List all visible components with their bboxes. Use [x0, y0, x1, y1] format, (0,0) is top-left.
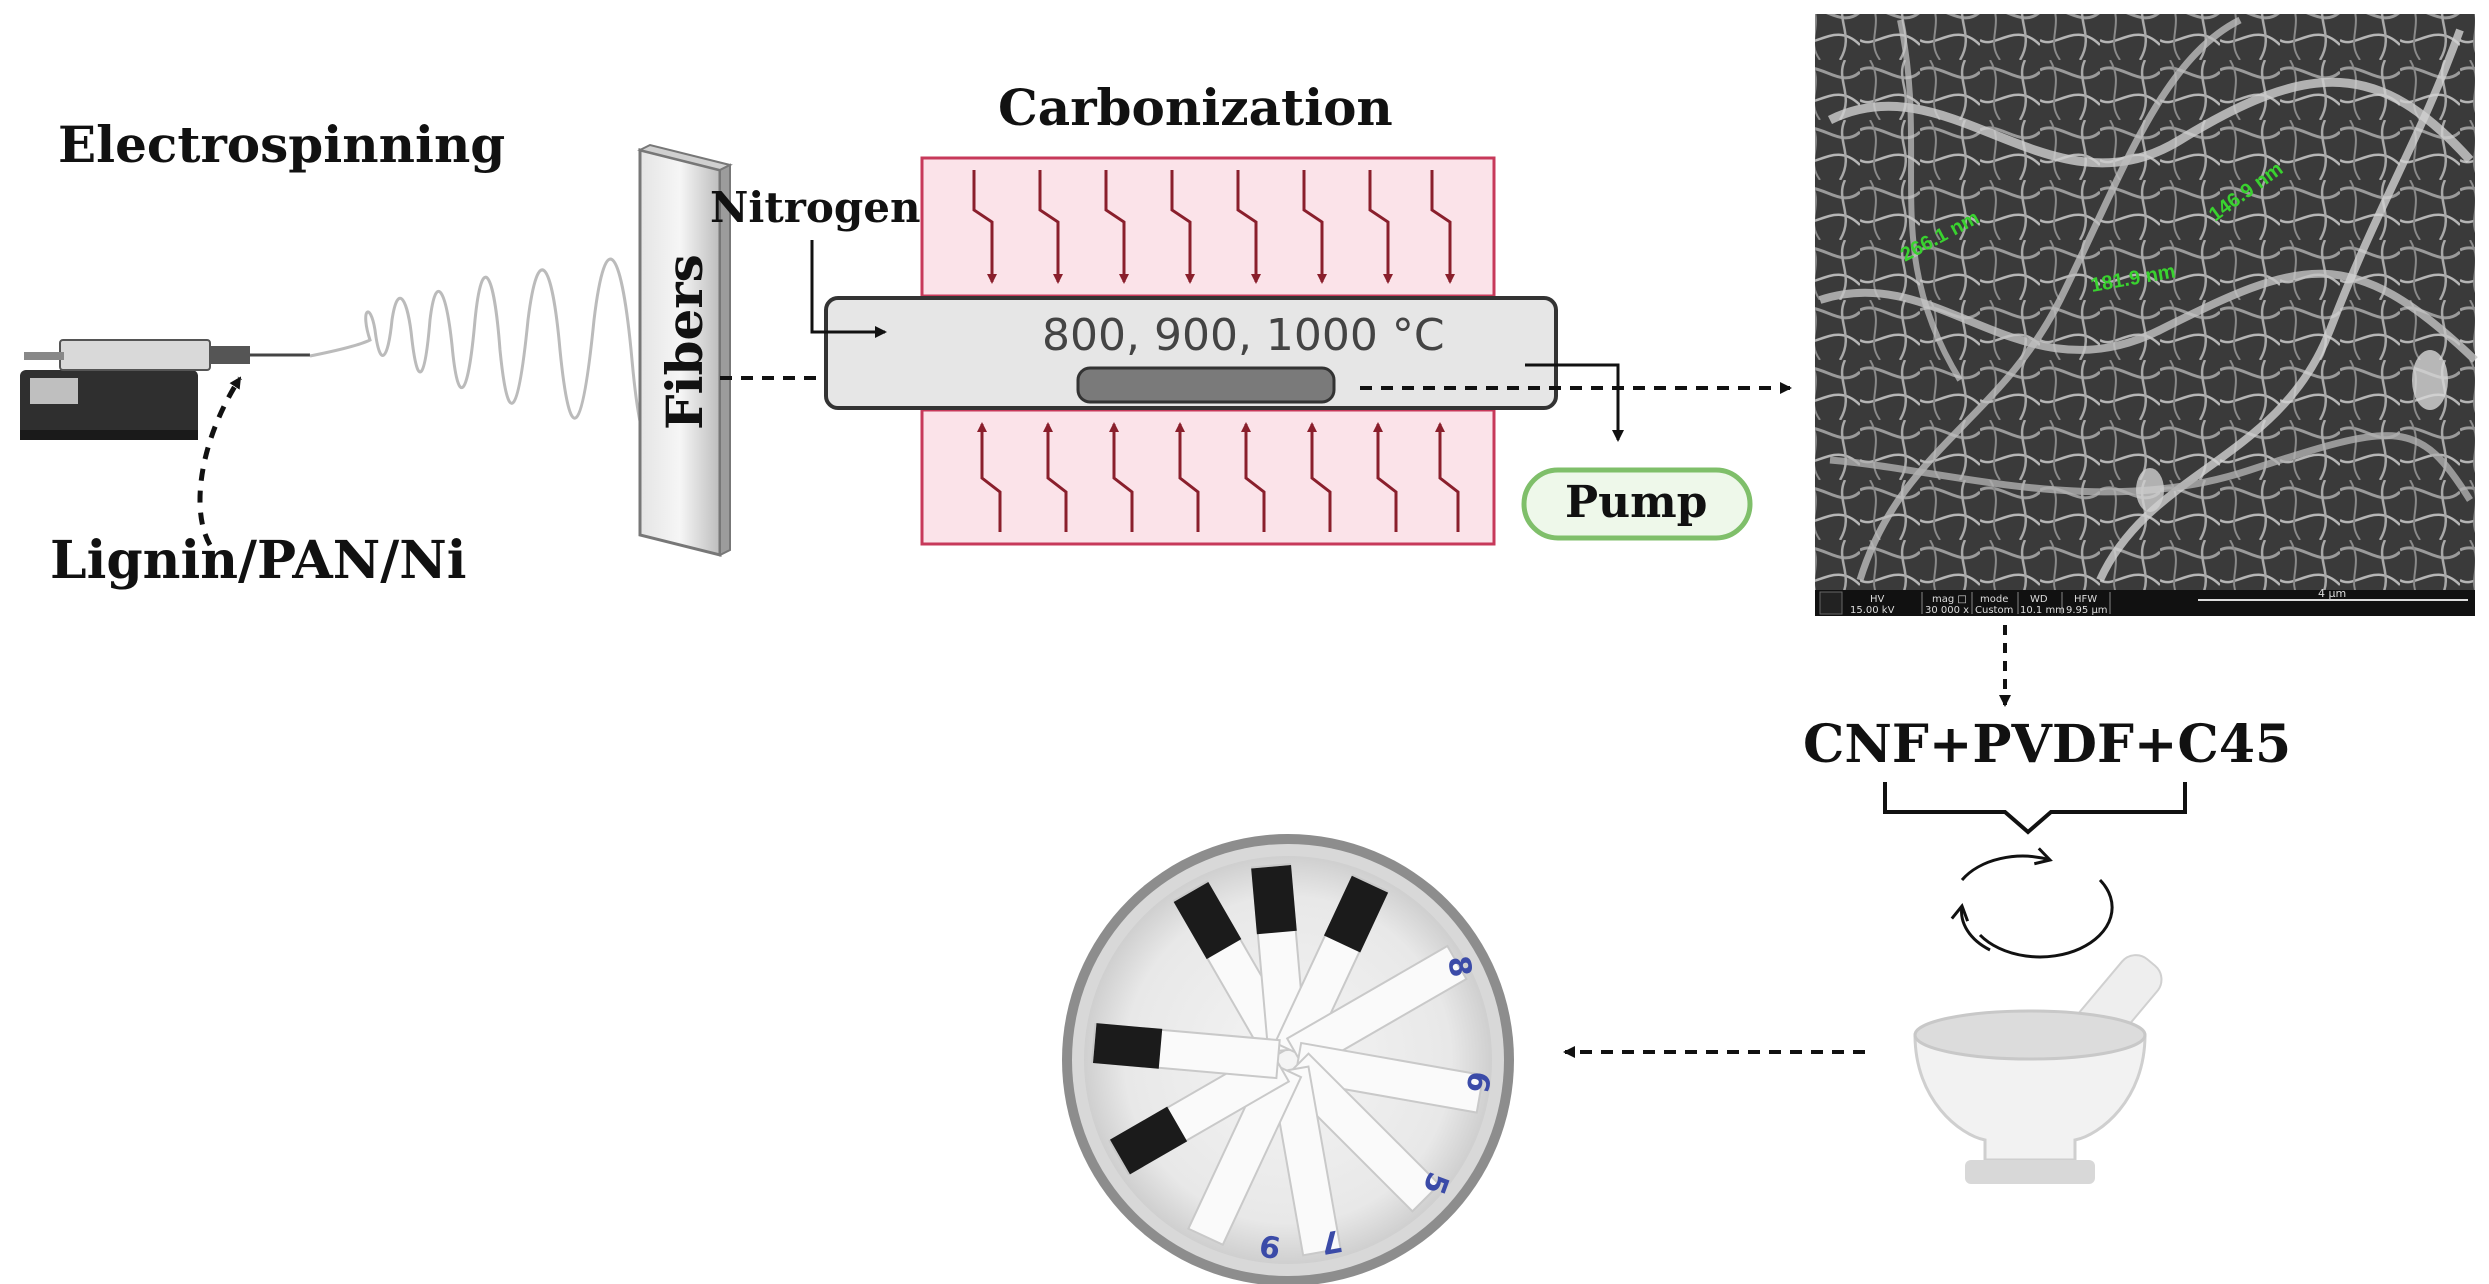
heat-arrow-icon [1435, 422, 1460, 532]
heat-arrow-icon [1170, 170, 1195, 284]
furnace-top [920, 156, 1496, 298]
pump-label: Pump [1565, 477, 1707, 528]
electrode-strip [1108, 1047, 1291, 1176]
furnace-bottom [920, 408, 1496, 546]
fiber-jet-spiral [309, 257, 649, 438]
syringe-pump-icon [20, 339, 310, 440]
sem-databar-header: mag □ [1932, 594, 1967, 605]
quartz-tube [824, 296, 1558, 410]
cycle-icon [1950, 847, 2114, 959]
electrode-strip [1187, 1059, 1303, 1247]
sem-databar-value: 15.00 kV [1850, 605, 1895, 616]
electrode-strip [1269, 1065, 1342, 1257]
sem-databar-header: HV [1870, 594, 1885, 605]
electrode-strip [1293, 1041, 1485, 1114]
mortar-and-pestle-icon [1913, 954, 2163, 1184]
pump-outlet-arrow [1525, 363, 1624, 442]
heat-arrow-icon [1038, 170, 1063, 284]
sem-databar-value: 30 000 x [1925, 605, 1969, 616]
mix-brace [1883, 782, 2187, 835]
electrode-strip [1280, 1052, 1441, 1213]
heat-arrow-icon [1430, 170, 1455, 284]
electrode-strip [1273, 873, 1389, 1061]
carbonization-label: Carbonization [998, 78, 1393, 137]
heat-arrow-icon [1368, 170, 1393, 284]
heat-arrow-icon [1109, 422, 1134, 532]
sem-databar-header: WD [2030, 594, 2048, 605]
sample-boat [1076, 366, 1336, 404]
sem-databar [1815, 590, 2475, 616]
temperature-label: 800, 900, 1000 °C [1042, 310, 1445, 361]
petri-dish-photo [1062, 834, 1514, 1284]
heat-arrow-icon [1307, 422, 1332, 532]
feed-arrow [197, 376, 243, 547]
heat-arrow-icon [1373, 422, 1398, 532]
electrode-strips [1091, 863, 1485, 1257]
sem-scale-bar-label: 4 µm [2318, 587, 2346, 600]
nitrogen-inlet-arrow [810, 240, 887, 338]
electrospinning-label: Electrospinning [58, 115, 505, 174]
heat-arrow-icon [1043, 422, 1068, 532]
sem-databar-header: mode [1980, 594, 2008, 605]
sem-databar-header: HFW [2074, 594, 2097, 605]
electrode-mix-label: CNF+PVDF+C45 [1803, 714, 2291, 775]
heat-arrow-icon [972, 170, 997, 284]
sem-databar-value: Custom [1975, 605, 2013, 616]
precursor-label: Lignin/PAN/Ni [50, 530, 467, 591]
heat-arrows [972, 170, 1460, 532]
nitrogen-label: Nitrogen [710, 183, 921, 232]
heat-arrow-icon [977, 422, 1002, 532]
heat-arrow-icon [1241, 422, 1266, 532]
electrode-strip [1285, 944, 1468, 1073]
fibers-label: Fibers [655, 254, 714, 430]
heat-arrow-icon [1236, 170, 1261, 284]
heat-arrow-icon [1302, 170, 1327, 284]
sem-databar-value: 9.95 µm [2066, 605, 2108, 616]
pump-box [1521, 467, 1753, 541]
collector-plate [637, 143, 733, 557]
heat-arrow-icon [1104, 170, 1129, 284]
sem-micrograph [1815, 14, 2478, 590]
sem-databar-value: 10.1 mm [2020, 605, 2065, 616]
electrode-strip [1091, 1022, 1281, 1080]
heat-arrow-icon [1175, 422, 1200, 532]
